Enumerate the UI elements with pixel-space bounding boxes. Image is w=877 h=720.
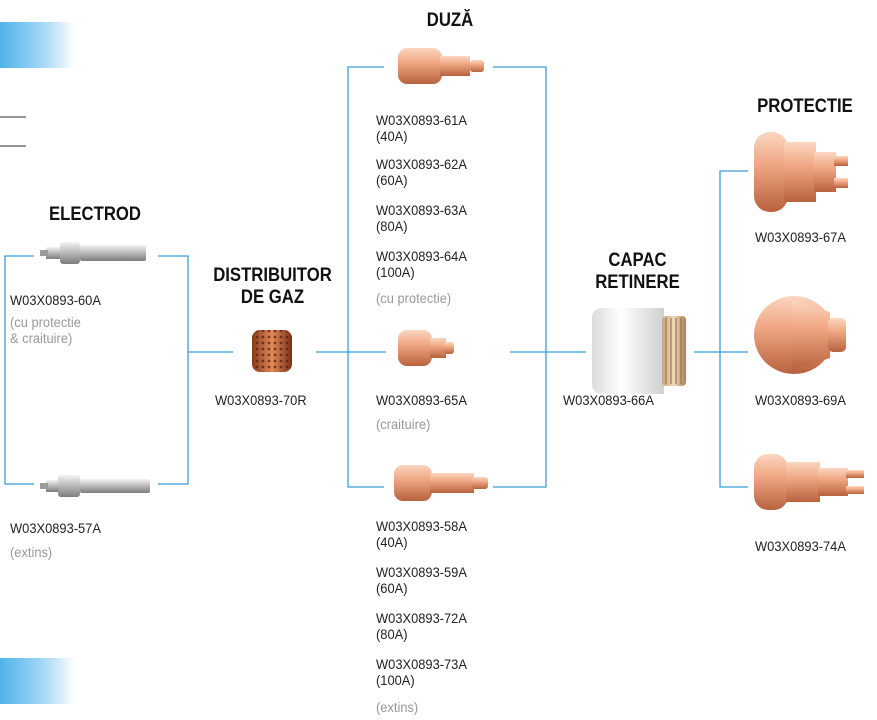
electrode-image: [40, 242, 146, 264]
nozzle-bottom-note: (extins): [376, 699, 419, 715]
nozzle-65a-part: W03X0893-65A: [376, 392, 467, 408]
heading-electrod: ELECTROD: [49, 204, 141, 225]
retaining-cap-part: W03X0893-66A: [563, 392, 654, 408]
nozzle-73a: W03X0893-73A (100A): [376, 656, 467, 688]
nozzle-59a-amps: (60A): [376, 580, 408, 596]
electrode-57a-part: W03X0893-57A: [10, 520, 101, 536]
retaining-cap-image: [592, 308, 686, 394]
shield-bracket: [719, 170, 748, 488]
gas-distributor-part: W03X0893-70R: [215, 392, 307, 408]
nozzle-61a-amps: (40A): [376, 128, 408, 144]
electrode-extended-image: [40, 475, 150, 497]
nozzle-62a-amps: (60A): [376, 172, 408, 188]
nozzle-59a-part: W03X0893-59A: [376, 564, 467, 580]
heading-capac-line2: RETINERE: [595, 272, 680, 293]
shield-74a-image: [754, 454, 864, 510]
side-tab-top: [0, 22, 75, 68]
nozzle-bracket-left: [347, 66, 384, 488]
nozzle-72a-amps: (80A): [376, 626, 408, 642]
heading-protectie: PROTECTIE: [757, 96, 853, 117]
heading-capac-line1: CAPAC: [608, 250, 667, 271]
electrode-60a-note-2: & craituire): [10, 330, 73, 346]
nozzle-65a-note: (craituire): [376, 416, 431, 432]
nozzle-bottom-image: [394, 465, 488, 501]
heading-distribuitor-line1: DISTRIBUITOR: [213, 265, 332, 286]
nozzle-middle-image: [398, 330, 454, 366]
heading-duza: DUZĂ: [426, 10, 474, 31]
electrode-57a-note: (extins): [10, 544, 53, 560]
nozzle-top-note: (cu protectie): [376, 290, 452, 306]
heading-capac: CAPAC RETINERE: [583, 250, 693, 294]
nozzle-58a-part: W03X0893-58A: [376, 518, 467, 534]
nozzle-64a: W03X0893-64A (100A): [376, 248, 467, 280]
electrode-60a-note-1: (cu protectie: [10, 314, 81, 330]
nozzle-63a: W03X0893-63A (80A): [376, 202, 467, 234]
nozzle-bracket-right: [493, 66, 547, 488]
electrode-bracket-right: [158, 255, 189, 485]
nozzle-73a-amps: (100A): [376, 672, 415, 688]
electrode-60a-part: W03X0893-60A: [10, 292, 101, 308]
heading-distribuitor-line2: DE GAZ: [240, 287, 305, 308]
heading-distribuitor: DISTRIBUITOR DE GAZ: [209, 265, 337, 309]
nozzle-62a-part: W03X0893-62A: [376, 156, 467, 172]
shield-67a-part: W03X0893-67A: [755, 229, 846, 245]
nozzle-64a-amps: (100A): [376, 264, 415, 280]
shield-67a-image: [754, 132, 848, 212]
side-tab-bottom: [0, 658, 75, 704]
nozzle-61a: W03X0893-61A (40A): [376, 112, 467, 144]
nozzle-63a-amps: (80A): [376, 218, 408, 234]
nozzle-63a-part: W03X0893-63A: [376, 202, 467, 218]
nozzle-59a: W03X0893-59A (60A): [376, 564, 467, 596]
gas-distributor-image: [252, 330, 292, 372]
nozzle-72a-part: W03X0893-72A: [376, 610, 467, 626]
nozzle-73a-part: W03X0893-73A: [376, 656, 467, 672]
electrode-bracket-left: [4, 255, 34, 485]
nozzle-64a-part: W03X0893-64A: [376, 248, 467, 264]
shield-69a-image: [754, 296, 846, 374]
nozzle-61a-part: W03X0893-61A: [376, 112, 467, 128]
nozzle-58a-amps: (40A): [376, 534, 408, 550]
nozzle-58a: W03X0893-58A (40A): [376, 518, 467, 550]
nozzle-top-image: [398, 48, 484, 84]
shield-69a-part: W03X0893-69A: [755, 392, 846, 408]
nozzle-62a: W03X0893-62A (60A): [376, 156, 467, 188]
nozzle-72a: W03X0893-72A (80A): [376, 610, 467, 642]
shield-74a-part: W03X0893-74A: [755, 538, 846, 554]
